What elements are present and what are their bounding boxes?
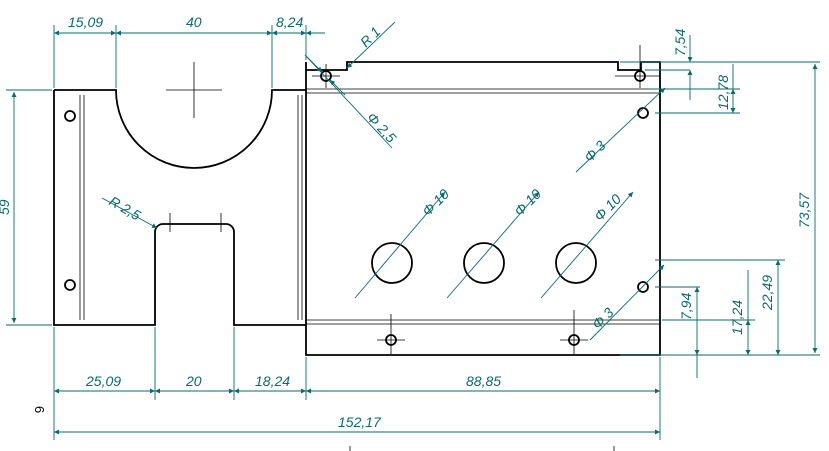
right-dimensions: 7,54 12,78 73,57 7,94 17,24 22,49 bbox=[620, 29, 820, 378]
dim-bottom-total: 152,17 bbox=[338, 414, 382, 430]
dim-gap: 8,24 bbox=[276, 14, 303, 30]
dim-right-d2: 12,78 bbox=[715, 75, 731, 110]
label-radius-slot: R 2,5 bbox=[107, 193, 144, 224]
plate-small-holes bbox=[312, 45, 660, 354]
label-radius-top: R 1 bbox=[357, 23, 384, 50]
dim-bottom-b4: 88,85 bbox=[466, 373, 501, 389]
bottom-dimensions: 25,09 20 18,24 88,85 152,17 bbox=[53, 327, 661, 451]
dim-cutout-width: 40 bbox=[186, 14, 202, 30]
flange-hole-top bbox=[64, 110, 76, 122]
dim-right-d1: 7,54 bbox=[672, 29, 688, 56]
dim-left-margin: 15,09 bbox=[68, 14, 103, 30]
label-large-hole-1: Φ 10 bbox=[419, 186, 453, 220]
flange-hole-bottom bbox=[64, 279, 76, 291]
top-dimensions: 15,09 40 8,24 bbox=[53, 14, 325, 88]
flange-center-marks bbox=[166, 62, 222, 232]
dim-left-height: 59 bbox=[0, 199, 12, 215]
label-large-hole-2: Φ 10 bbox=[511, 186, 545, 220]
dim-bottom-b1: 25,09 bbox=[85, 373, 121, 389]
dim-right-d5: 17,24 bbox=[729, 300, 745, 335]
radius-slot-callout: R 2,5 bbox=[101, 193, 158, 229]
hole-right-top-callout: Φ 3 bbox=[575, 87, 666, 173]
thickness-note: 6 bbox=[32, 406, 47, 413]
label-hole-right-top: Φ 3 bbox=[581, 137, 609, 165]
dim-right-d6: 22,49 bbox=[759, 275, 775, 311]
dim-bottom-b3: 18,24 bbox=[255, 373, 290, 389]
hole-top-left-callout: Φ 2,5 bbox=[304, 54, 400, 149]
plate-large-holes bbox=[371, 242, 597, 284]
dim-right-d3: 73,57 bbox=[796, 192, 812, 228]
left-height-dimension: 59 bbox=[0, 89, 52, 326]
dim-right-d4: 7,94 bbox=[678, 293, 694, 320]
label-hole-top-left: Φ 2,5 bbox=[364, 109, 400, 146]
dim-bottom-b2: 20 bbox=[185, 373, 202, 389]
label-hole-right-bottom: Φ 3 bbox=[589, 304, 617, 332]
left-flange bbox=[53, 89, 306, 326]
hole-right-bottom-callout: Φ 3 bbox=[589, 264, 665, 341]
